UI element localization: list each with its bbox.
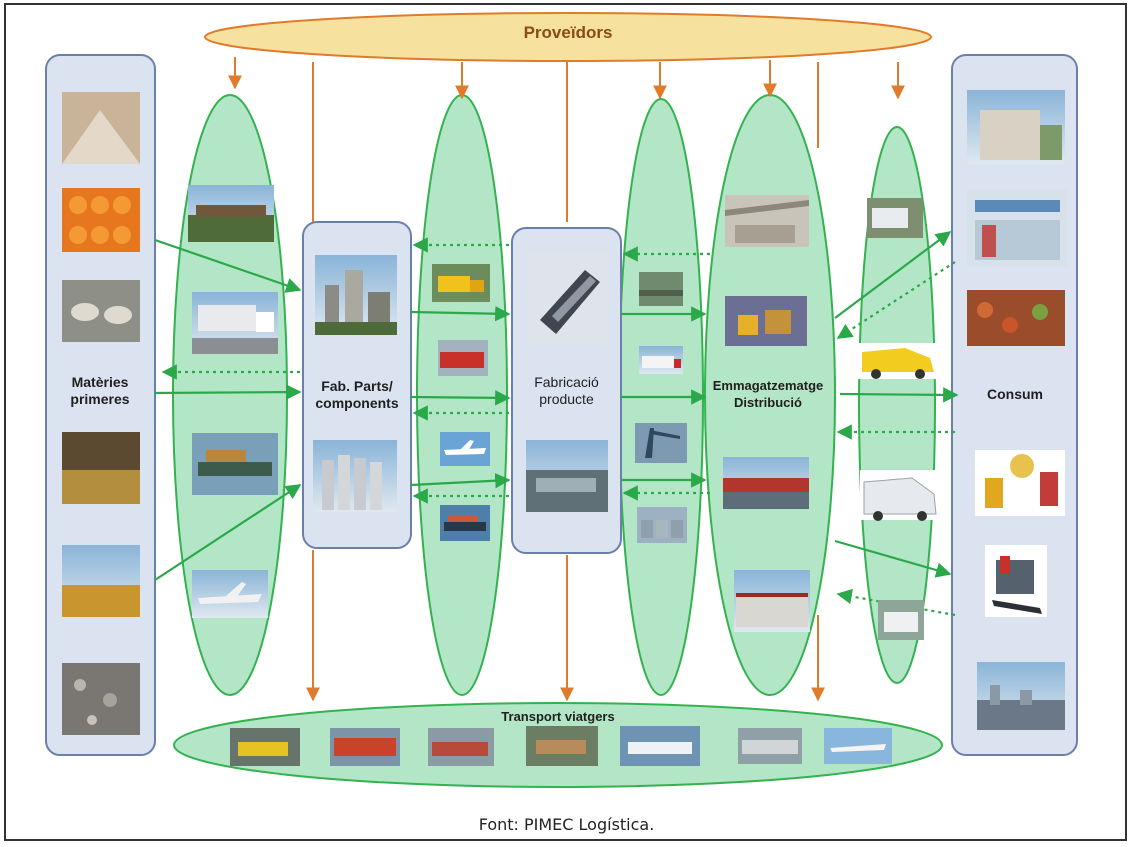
flow-arrow [410, 390, 511, 406]
flow-arrow [834, 231, 952, 319]
flow-arrow [410, 473, 511, 489]
reverse-flow-arrow [836, 588, 956, 617]
consumption-photos [967, 90, 1067, 730]
raw-materials-label: Matèries primeres [70, 374, 130, 407]
source-caption: Font: PIMEC Logística. [478, 815, 655, 834]
flow-arrow [839, 387, 959, 403]
raw-materials-photos [62, 92, 140, 735]
parts-label: Fab. Parts/ components [315, 378, 399, 411]
suppliers-label: Proveïdors [523, 23, 613, 42]
warehouse-photos [723, 195, 810, 632]
transport-1-photos [188, 185, 278, 618]
flow-arrow [154, 484, 302, 581]
flow-arrow [154, 238, 302, 293]
flow-arrow [410, 306, 511, 322]
product-photos [526, 253, 608, 512]
passenger-transport-label: Transport viatgers [501, 709, 615, 724]
transport-4-photos [858, 198, 940, 640]
warehouse-label: Emmagatzematge Distribució [712, 378, 824, 410]
consumption-label: Consum [987, 386, 1043, 402]
vegetables-photo [967, 290, 1065, 346]
flow-arrow [834, 539, 952, 578]
parts-photos [313, 255, 397, 512]
suppliers-ellipse [204, 12, 932, 62]
transport-ellipse-2 [416, 94, 508, 696]
transport-2-photos [432, 264, 490, 541]
transport-ellipse-4 [858, 126, 936, 684]
rail-yard-photo [639, 272, 683, 306]
flow-arrow [154, 384, 302, 400]
passenger-photos [230, 726, 892, 766]
product-label: Fabricació producte [534, 374, 599, 407]
port-crane-photo [635, 423, 687, 463]
transport-3-photos [635, 272, 687, 543]
stones-photo [62, 663, 140, 735]
reverse-flow-arrow [836, 261, 956, 339]
